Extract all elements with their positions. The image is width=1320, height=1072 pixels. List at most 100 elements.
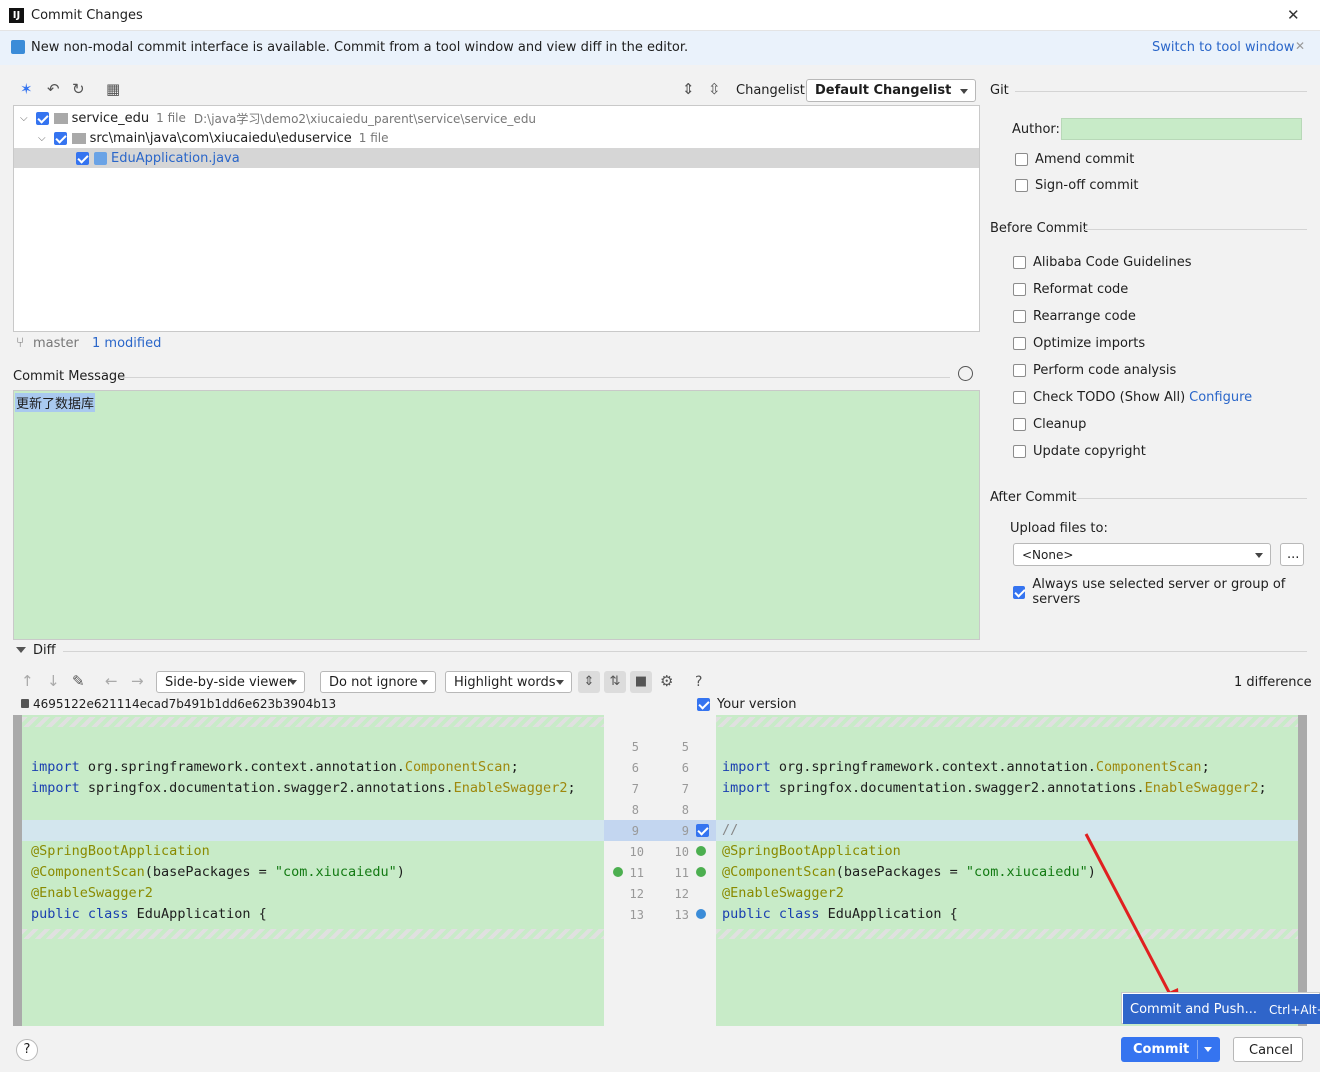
configure-link[interactable]: Configure bbox=[1189, 390, 1253, 405]
file-checkbox[interactable] bbox=[76, 151, 89, 165]
collapse-all-icon[interactable]: ⇳ bbox=[708, 80, 721, 98]
always-use-option[interactable]: Always use selected server or group of s… bbox=[1013, 577, 1320, 607]
cancel-button[interactable]: Cancel bbox=[1233, 1037, 1303, 1062]
collapse-unchanged-icon[interactable]: ⇕ bbox=[578, 671, 600, 693]
line-number-right: 6 bbox=[681, 761, 689, 775]
highlight-value: Highlight words bbox=[454, 674, 556, 690]
tree-row-root[interactable]: ⌵ service_edu 1 file D:\java学习\demo2\xiu… bbox=[14, 108, 979, 128]
commit-and-push-item[interactable]: Commit and Push... Ctrl+Alt+ bbox=[1123, 994, 1320, 1024]
tree-row-file[interactable]: EduApplication.java bbox=[14, 148, 979, 168]
reformat-label: Reformat code bbox=[1033, 282, 1129, 297]
cleanup-label: Cleanup bbox=[1033, 417, 1087, 432]
alibaba-checkbox[interactable] bbox=[1013, 256, 1026, 269]
modified-count-link[interactable]: 1 modified bbox=[92, 336, 162, 351]
amend-commit-option[interactable]: Amend commit bbox=[1015, 152, 1134, 167]
switch-to-tool-window-link[interactable]: Switch to tool window bbox=[1152, 40, 1295, 55]
changelist-dropdown[interactable]: Default Changelist bbox=[806, 79, 976, 102]
commit-button[interactable]: Commit bbox=[1121, 1037, 1220, 1062]
signoff-commit-option[interactable]: Sign-off commit bbox=[1015, 178, 1138, 193]
upload-server-dropdown[interactable]: <None> bbox=[1013, 543, 1271, 566]
author-input[interactable] bbox=[1061, 118, 1302, 140]
window-title: Commit Changes bbox=[31, 8, 143, 23]
cleanup-checkbox[interactable] bbox=[1013, 418, 1026, 431]
option-code-analysis[interactable]: Perform code analysis bbox=[1013, 363, 1176, 378]
option-update-copyright[interactable]: Update copyright bbox=[1013, 444, 1146, 459]
line-number-right: 13 bbox=[674, 908, 689, 922]
check-todo-checkbox[interactable] bbox=[1013, 391, 1026, 404]
ignore-value: Do not ignore bbox=[329, 674, 418, 690]
option-alibaba[interactable]: Alibaba Code Guidelines bbox=[1013, 255, 1192, 270]
highlight-dropdown[interactable]: Highlight words bbox=[445, 671, 572, 693]
lock-icon bbox=[21, 699, 29, 708]
changes-tree: ⌵ service_edu 1 file D:\java学习\demo2\xiu… bbox=[13, 105, 980, 332]
diff-collapse-icon[interactable] bbox=[16, 647, 26, 653]
lock-icon[interactable]: ■ bbox=[630, 671, 652, 693]
option-cleanup[interactable]: Cleanup bbox=[1013, 417, 1086, 432]
code-line-ann2: @ComponentScan(basePackages = "com.xiuca… bbox=[722, 864, 1096, 880]
rollback-icon[interactable]: ↶ bbox=[47, 80, 60, 98]
title-bar: IJ Commit Changes ✕ bbox=[0, 0, 1320, 31]
line-number-right: 7 bbox=[681, 782, 689, 796]
gutter-changed-line bbox=[604, 820, 716, 841]
viewer-dropdown[interactable]: Side-by-side viewer bbox=[156, 671, 305, 693]
optimize-imports-checkbox[interactable] bbox=[1013, 337, 1026, 350]
commit-message-input[interactable]: 更新了数据库 bbox=[13, 390, 980, 640]
rearrange-checkbox[interactable] bbox=[1013, 310, 1026, 323]
line-number-left: 11 bbox=[629, 866, 644, 880]
browse-button[interactable]: ... bbox=[1280, 543, 1304, 566]
close-icon[interactable]: ✕ bbox=[1287, 6, 1300, 24]
refresh-icon[interactable]: ↻ bbox=[72, 80, 85, 98]
edit-icon[interactable]: ✎ bbox=[72, 672, 85, 690]
option-check-todo[interactable]: Check TODO (Show All)Configure bbox=[1013, 390, 1252, 405]
before-commit-separator bbox=[1084, 229, 1307, 230]
root-count: 1 file bbox=[156, 111, 186, 125]
upload-server-value: <None> bbox=[1022, 547, 1074, 562]
forward-icon[interactable]: → bbox=[131, 672, 144, 690]
diff-title: Diff bbox=[33, 643, 56, 658]
code-line-import1: import org.springframework.context.annot… bbox=[31, 759, 519, 775]
prev-change-icon[interactable]: ↑ bbox=[21, 672, 34, 690]
run-icon[interactable] bbox=[696, 909, 706, 919]
back-icon[interactable]: ← bbox=[105, 672, 118, 690]
after-commit-title: After Commit bbox=[990, 490, 1077, 505]
ignore-dropdown[interactable]: Do not ignore bbox=[320, 671, 436, 693]
line-number-left: 8 bbox=[631, 803, 639, 817]
chevron-down-icon[interactable]: ⌵ bbox=[38, 132, 46, 144]
banner-close-icon[interactable]: ✕ bbox=[1295, 39, 1306, 53]
file-name: EduApplication.java bbox=[111, 150, 240, 166]
sync-scroll-icon[interactable]: ⇅ bbox=[604, 671, 626, 693]
update-copyright-checkbox[interactable] bbox=[1013, 445, 1026, 458]
tree-row-folder[interactable]: ⌵ src\main\java\com\xiucaiedu\eduservice… bbox=[14, 128, 979, 148]
commit-and-push-label: Commit and Push... bbox=[1130, 1002, 1258, 1017]
include-checkbox[interactable] bbox=[697, 698, 710, 711]
right-editor[interactable]: import org.springframework.context.annot… bbox=[716, 715, 1307, 1026]
reformat-checkbox[interactable] bbox=[1013, 283, 1026, 296]
java-class-icon bbox=[94, 151, 107, 165]
option-rearrange[interactable]: Rearrange code bbox=[1013, 309, 1136, 324]
code-analysis-checkbox[interactable] bbox=[1013, 364, 1026, 377]
chevron-down-icon[interactable] bbox=[1204, 1047, 1212, 1052]
root-checkbox[interactable] bbox=[35, 111, 49, 125]
option-reformat[interactable]: Reformat code bbox=[1013, 282, 1128, 297]
amend-checkbox[interactable] bbox=[1015, 153, 1028, 166]
signoff-checkbox[interactable] bbox=[1015, 179, 1028, 192]
commit-message-label: Commit Message bbox=[13, 369, 126, 384]
chevron-down-icon[interactable]: ⌵ bbox=[20, 112, 28, 124]
group-by-icon[interactable]: ▦ bbox=[106, 80, 121, 98]
line-include-checkbox[interactable] bbox=[696, 824, 709, 837]
show-diff-icon[interactable]: ✶ bbox=[20, 80, 33, 98]
line-number-left: 12 bbox=[629, 887, 644, 901]
option-optimize-imports[interactable]: Optimize imports bbox=[1013, 336, 1145, 351]
footer-help-button[interactable]: ? bbox=[16, 1039, 38, 1061]
code-line-comment: // bbox=[722, 822, 739, 838]
gear-icon[interactable]: ⚙ bbox=[660, 672, 674, 690]
changelist-value: Default Changelist bbox=[815, 83, 952, 98]
folder-checkbox[interactable] bbox=[53, 131, 67, 145]
help-icon[interactable]: ? bbox=[695, 674, 703, 690]
expand-all-icon[interactable]: ⇕ bbox=[682, 80, 695, 98]
always-use-checkbox[interactable] bbox=[1013, 585, 1026, 599]
next-change-icon[interactable]: ↓ bbox=[47, 672, 60, 690]
code-line-ann3: @EnableSwagger2 bbox=[31, 885, 153, 901]
left-editor[interactable]: import org.springframework.context.annot… bbox=[13, 715, 604, 1026]
history-icon[interactable] bbox=[958, 366, 973, 381]
